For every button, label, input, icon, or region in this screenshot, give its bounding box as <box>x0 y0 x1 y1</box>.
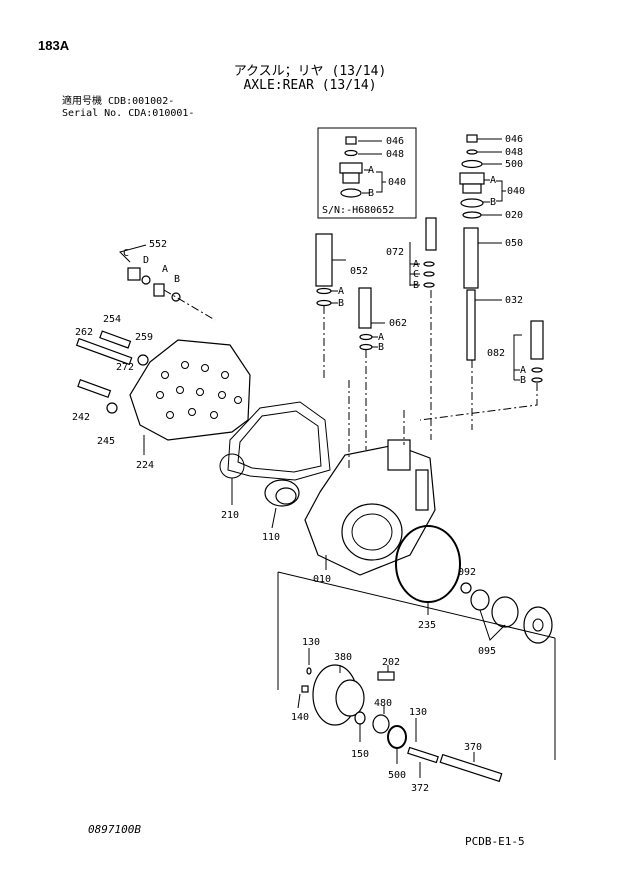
part-label-040: 040 <box>507 186 525 197</box>
title-japanese: アクスル；リヤ (13/14) <box>233 64 387 79</box>
part-label-210: 210 <box>221 510 239 521</box>
serial-line-1: 適用号機 CDB:001002- <box>62 96 175 107</box>
left-fasteners <box>75 330 149 414</box>
part-label-262: 262 <box>75 327 93 338</box>
part-label-082: 082 <box>487 348 505 359</box>
right-valve-stack <box>459 134 506 430</box>
sub-label-b-052: B <box>338 298 344 309</box>
sub-label-d-552: D <box>143 255 149 266</box>
sub-label-a-552: A <box>162 264 168 275</box>
sub-label-a-inset: A <box>368 165 374 176</box>
part-label-272: 272 <box>116 362 134 373</box>
part-label-010: 010 <box>313 574 331 585</box>
sub-label-a-072: A <box>413 259 419 270</box>
plug-552-group <box>119 244 216 321</box>
sub-label-b-right: B <box>490 197 496 208</box>
part-label-202: 202 <box>382 657 400 668</box>
part-label-062: 062 <box>389 318 407 329</box>
gear-set <box>460 582 553 644</box>
part-label-245: 245 <box>97 436 115 447</box>
bearing-110 <box>264 479 300 529</box>
sub-label-a-062: A <box>378 332 384 343</box>
part-label-040-inset: 040 <box>388 177 406 188</box>
sub-label-a-082: A <box>520 365 526 376</box>
sub-label-a-right: A <box>490 175 496 186</box>
valve-062-group <box>358 287 385 450</box>
part-label-092: 092 <box>458 567 476 578</box>
part-label-048: 048 <box>505 147 523 158</box>
valve-082-group <box>419 320 544 421</box>
part-label-552: 552 <box>149 239 167 250</box>
sub-label-b-082: B <box>520 375 526 386</box>
part-label-224: 224 <box>136 460 154 471</box>
part-label-140: 140 <box>291 712 309 723</box>
part-label-480: 480 <box>374 698 392 709</box>
part-label-500-upper: 500 <box>505 159 523 170</box>
sub-label-c-072: C <box>413 269 419 280</box>
part-label-380: 380 <box>334 652 352 663</box>
title-english: AXLE:REAR (13/14) <box>243 78 377 93</box>
part-label-500-lower: 500 <box>388 770 406 781</box>
sub-label-b-062: B <box>378 342 384 353</box>
part-label-372: 372 <box>411 783 429 794</box>
valve-052-group <box>315 233 346 380</box>
serial-applicability: 適用号機 CDB:001002- Serial No. CDA:010001- <box>62 96 194 120</box>
footer-catalog-code: PCDB-E1-5 <box>465 835 525 848</box>
sub-label-b-552: B <box>174 274 180 285</box>
hub-380-group <box>297 648 407 764</box>
serial-line-2: Serial No. CDA:010001- <box>62 108 195 119</box>
inset-box <box>317 127 417 219</box>
page-code: 183A <box>38 38 70 53</box>
part-label-052: 052 <box>350 266 368 277</box>
sub-label-b-inset: B <box>368 188 374 199</box>
lower-frame-lines <box>277 571 556 760</box>
sub-label-b-072: B <box>413 280 419 291</box>
part-label-046-inset: 046 <box>386 136 404 147</box>
valve-072-group <box>409 217 437 440</box>
gasket-210 <box>219 401 331 505</box>
part-label-130-lower: 130 <box>409 707 427 718</box>
part-label-072: 072 <box>386 247 404 258</box>
part-label-242: 242 <box>72 412 90 423</box>
part-label-048-inset: 048 <box>386 149 404 160</box>
cover-224 <box>129 339 251 455</box>
part-label-032: 032 <box>505 295 523 306</box>
o-ring-235 <box>395 525 461 615</box>
housing-010 <box>304 439 436 576</box>
part-label-095: 095 <box>478 646 496 657</box>
footer-drawing-code: 0897100B <box>88 823 141 836</box>
part-label-150: 150 <box>351 749 369 760</box>
part-label-370: 370 <box>464 742 482 753</box>
sub-label-c-552: C <box>123 248 129 259</box>
part-label-259: 259 <box>135 332 153 343</box>
part-label-050: 050 <box>505 238 523 249</box>
part-label-254: 254 <box>103 314 121 325</box>
part-label-020: 020 <box>505 210 523 221</box>
part-label-110: 110 <box>262 532 280 543</box>
part-label-046: 046 <box>505 134 523 145</box>
part-label-235: 235 <box>418 620 436 631</box>
sub-label-a-052: A <box>338 286 344 297</box>
part-label-130-upper: 130 <box>302 637 320 648</box>
inset-serial-note: S/N:-H680652 <box>322 205 394 216</box>
shaft-group <box>407 718 503 783</box>
